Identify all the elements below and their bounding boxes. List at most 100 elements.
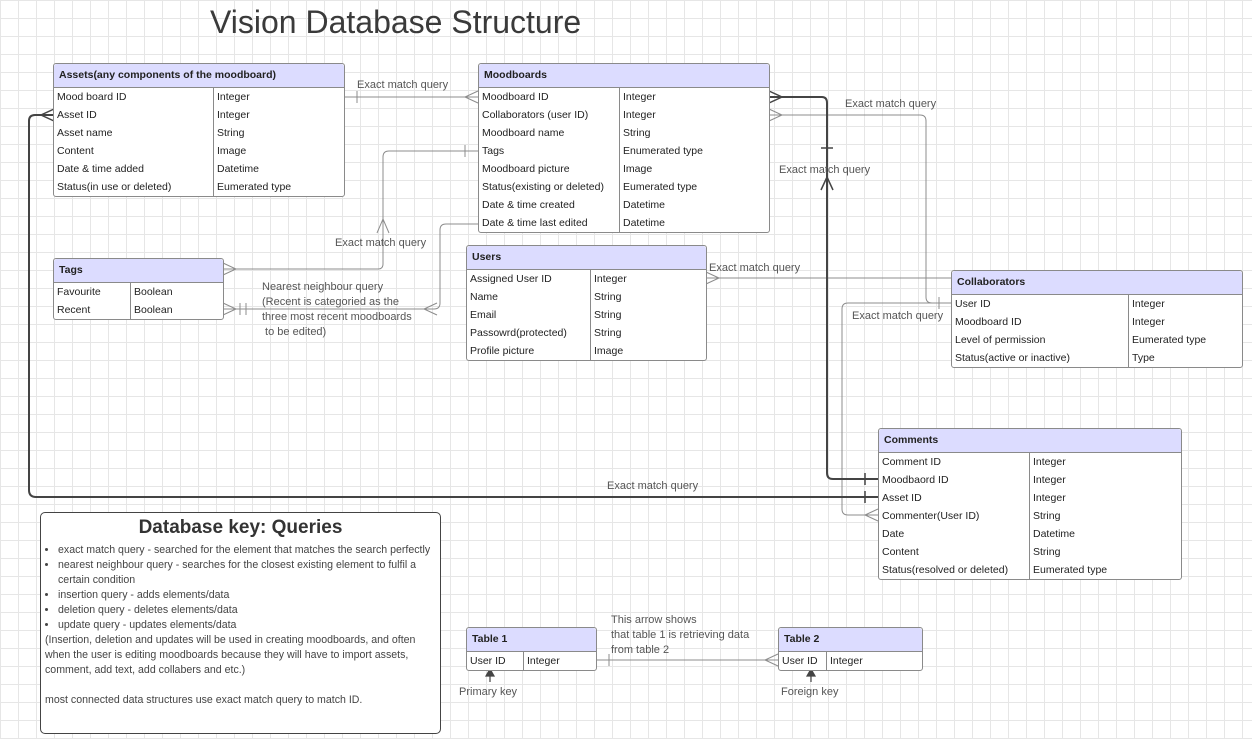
field-type: Enumerated type [623,145,703,157]
table-row: Passowrd(protected)String [467,324,706,342]
key-bullet: nearest neighbour query - searches for t… [58,558,440,588]
crow-foot [376,217,390,234]
entity-header: Comments [879,429,1181,453]
field-type: Eumerated type [1132,334,1207,346]
label-primary-key: Primary key [459,686,518,698]
table-row: Status(active or inactive)Type [952,349,1242,367]
key-bullets: exact match query - searched for the ele… [41,543,440,633]
field-name: Recent [54,301,131,319]
entity-header: Users [467,246,706,270]
entity-header: Table 2 [779,628,922,652]
field-type: String [594,309,622,321]
crow-foot [768,108,784,122]
field-type: String [594,291,622,303]
key-paragraph: (Insertion, deletion and updates will be… [45,634,416,676]
database-key-box: Database key: Queries exact match query … [40,512,441,734]
label-moodboards-collaborators: Exact match query [845,98,937,110]
entity-assets[interactable]: Assets(any components of the moodboard) … [53,63,345,197]
field-type: Datetime [217,163,260,175]
field-type: Eumerated type [1033,564,1108,576]
field-name: Content [879,543,1030,561]
field-type: Image [217,145,247,157]
field-type: Image [623,163,653,175]
field-name: Name [467,288,591,306]
entity-header: Assets(any components of the moodboard) [54,64,344,88]
field-name: Content [54,142,214,160]
key-footer: most connected data structures use exact… [45,694,363,706]
field-type: Image [594,345,624,357]
diagram-title: Vision Database Structure [210,4,582,40]
field-type: Integer [527,655,560,667]
field-type: Boolean [134,304,173,316]
label-tags-moodboards: Exact match query [335,237,427,249]
field-type: Datetime [623,217,666,229]
field-name: Level of permission [952,331,1129,349]
field-name: Moodboard picture [479,160,620,178]
field-type: Integer [623,91,656,103]
field-name: Moodbaord ID [879,471,1030,489]
field-type: Integer [217,109,250,121]
label-assets-moodboards: Exact match query [357,79,449,91]
key-bullet: update query - updates elements/data [58,618,440,633]
field-name: Date & time added [54,160,214,178]
field-name: Tags [479,142,620,160]
field-name: Passowrd(protected) [467,324,591,342]
entity-header: Tags [54,259,223,283]
field-name: Favourite [54,283,131,301]
label-arrow-note: This arrow shows that table 1 is retriev… [611,614,750,656]
field-type: Eumerated type [623,181,698,193]
label-assets-comments: Exact match query [607,480,699,492]
field-type: Integer [1033,456,1066,468]
field-type: Integer [1033,474,1066,486]
label-moodboards-comments: Exact match query [779,164,871,176]
crow-foot [422,302,438,316]
field-type: Datetime [623,199,666,211]
key-bullet: deletion query - deletes elements/data [58,603,440,618]
link-moodboards-comments [769,96,878,480]
label-nearest-neighbour: Nearest neighbour query (Recent is categ… [262,281,412,338]
field-name: Status(resolved or deleted) [879,561,1030,579]
field-type: Integer [1132,298,1165,310]
link-moodboards-collaborators [769,114,951,304]
crow-foot [863,508,879,522]
field-name: Status(active or inactive) [952,349,1129,367]
field-name: Status(in use or deleted) [54,178,214,196]
field-name: Moodboard name [479,124,620,142]
field-name: Mood board ID [54,88,214,106]
field-name: Asset name [54,124,214,142]
field-name: Assigned User ID [467,270,591,288]
crow-foot [763,653,779,667]
field-name: Asset ID [54,106,214,124]
field-name: Comment ID [879,453,1030,471]
crow-foot [768,90,784,104]
field-name: Moodboard ID [952,313,1129,331]
field-type: Integer [1132,316,1165,328]
key-bullet: exact match query - searched for the ele… [58,543,440,558]
field-name: Status(existing or deleted) [479,178,620,196]
